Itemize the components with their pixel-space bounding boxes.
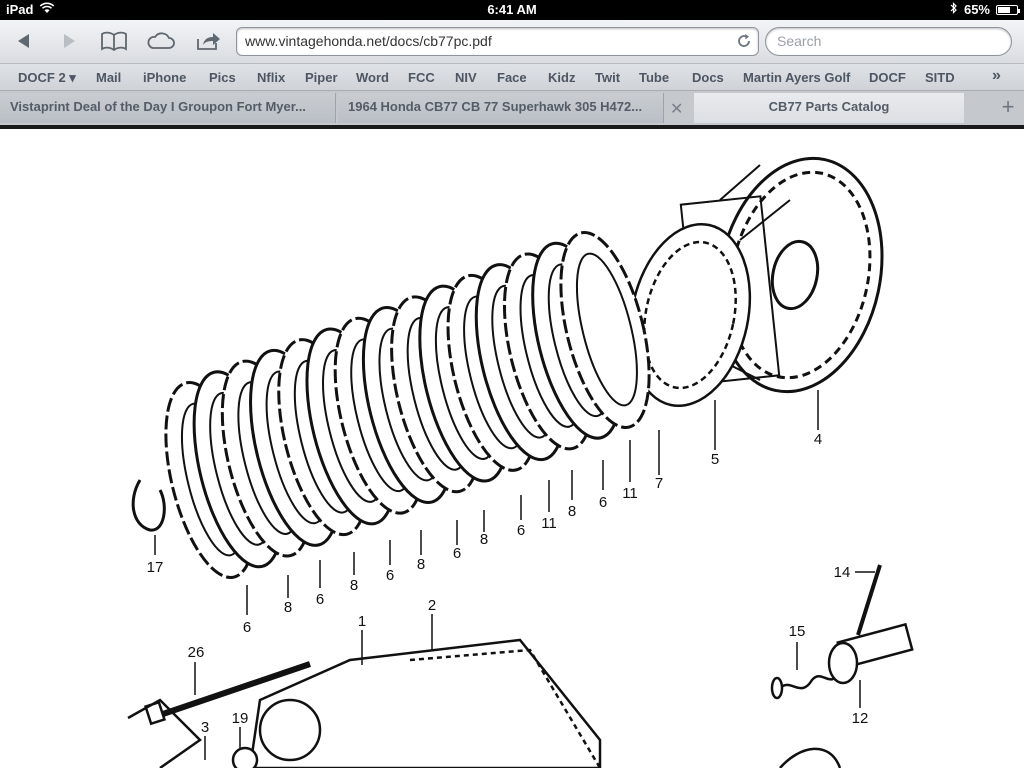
part-label: 8: [480, 531, 488, 548]
part-label: 14: [834, 564, 851, 581]
bookmark-docf[interactable]: DOCF: [869, 70, 906, 85]
bookmark-martin-ayers-golf[interactable]: Martin Ayers Golf: [743, 70, 851, 85]
part-label: 8: [568, 503, 576, 520]
tab-cb77-parts-catalog[interactable]: CB77 Parts Catalog: [694, 93, 964, 123]
part-label: 6: [316, 591, 324, 608]
bookmark-word[interactable]: Word: [356, 70, 389, 85]
search-input[interactable]: Search: [765, 27, 1012, 56]
part-label: 4: [814, 431, 822, 448]
address-bar[interactable]: www.vintagehonda.net/docs/cb77pc.pdf: [236, 27, 759, 56]
clutch-plates: [164, 231, 651, 579]
clutch-exploded-diagram: 17 6 8 6 8 6 8 6 8 6 11 8 6 11 7 5 4 14 …: [127, 156, 914, 768]
bookmark-iphone[interactable]: iPhone: [143, 70, 187, 85]
cloud-icon: [147, 32, 175, 49]
share-button[interactable]: [192, 26, 224, 56]
share-icon: [197, 33, 220, 50]
part-label: 8: [350, 577, 358, 594]
bookmark-twit[interactable]: Twit: [595, 70, 621, 85]
bookmark-mail[interactable]: Mail: [96, 70, 122, 85]
part-label: 3: [201, 719, 209, 736]
part-label: 26: [188, 644, 205, 661]
part-label: 6: [243, 619, 251, 636]
wifi-icon: [39, 2, 55, 17]
bookmark-docf2[interactable]: DOCF 2 ▾: [18, 70, 76, 85]
bookmark-tube[interactable]: Tube: [639, 70, 670, 85]
pdf-content[interactable]: 17 6 8 6 8 6 8 6 8 6 11 8 6 11 7 5 4 14 …: [0, 129, 1024, 768]
part-label: 6: [599, 494, 607, 511]
part-label: 8: [417, 556, 425, 573]
clock: 6:41 AM: [487, 2, 537, 17]
part-label: 6: [453, 545, 461, 562]
lower-parts-drawing: [127, 564, 914, 768]
part-label: 1: [358, 613, 366, 630]
bookmark-nflix[interactable]: Nflix: [257, 70, 286, 85]
bookmark-sitd[interactable]: SITD: [925, 70, 955, 85]
part-label: 17: [147, 559, 164, 576]
more-bookmarks-icon[interactable]: »: [992, 67, 1001, 84]
reload-icon[interactable]: [736, 33, 752, 52]
bookmarks-bar: DOCF 2 ▾ Mail iPhone Pics Nflix Piper Wo…: [0, 64, 1024, 91]
bookmark-face[interactable]: Face: [497, 70, 527, 85]
part-label: 5: [711, 451, 719, 468]
part-label: 6: [517, 522, 525, 539]
battery-icon: [996, 4, 1020, 15]
device-name: iPad: [6, 2, 34, 17]
bookmark-niv[interactable]: NIV: [455, 70, 477, 85]
part-label: 11: [622, 485, 638, 502]
part-label: 12: [852, 710, 869, 727]
bluetooth-icon: [950, 2, 958, 17]
part-labels: 17 6 8 6 8 6 8 6 8 6 11 8 6 11 7 5 4 14 …: [147, 431, 869, 736]
new-tab-button[interactable]: +: [994, 93, 1022, 123]
part-label: 8: [284, 599, 292, 616]
clutch-center-drawing: [628, 222, 752, 408]
book-icon: [101, 31, 127, 51]
bookmark-kidz[interactable]: Kidz: [548, 70, 576, 85]
leader-lines: [154, 390, 875, 760]
part-label: 15: [789, 623, 806, 640]
bookmark-pics[interactable]: Pics: [209, 70, 236, 85]
tab-vistaprint[interactable]: Vistaprint Deal of the Day I Groupon For…: [0, 93, 336, 123]
clutch-outer-drawing: [679, 156, 884, 394]
browser-toolbar: www.vintagehonda.net/docs/cb77pc.pdf Sea…: [0, 20, 1024, 64]
part-label: 19: [232, 710, 249, 727]
battery-percent: 65%: [963, 2, 990, 17]
bookmark-fcc[interactable]: FCC: [408, 70, 435, 85]
status-bar: iPad 6:41 AM 65%: [0, 0, 1024, 20]
url-text: www.vintagehonda.net/docs/cb77pc.pdf: [245, 33, 492, 49]
bookmark-piper[interactable]: Piper: [305, 70, 338, 85]
part-label: 2: [428, 597, 436, 614]
search-placeholder: Search: [777, 33, 822, 49]
part-label: 6: [386, 567, 394, 584]
part-label: 11: [541, 515, 557, 532]
back-button[interactable]: [8, 26, 40, 56]
plus-icon: +: [1001, 94, 1015, 119]
clutch-plate-inner: [575, 252, 638, 407]
toolbar-shadow: [0, 125, 1024, 129]
forward-button[interactable]: [53, 26, 85, 56]
circlip-drawing: [131, 479, 166, 532]
close-tab-icon[interactable]: ✕: [670, 101, 684, 118]
bookmarks-button[interactable]: [98, 26, 130, 56]
bookmark-docs[interactable]: Docs: [692, 70, 724, 85]
icloud-tabs-button[interactable]: [145, 26, 177, 56]
tab-honda-cb77[interactable]: 1964 Honda CB77 CB 77 Superhawk 305 H472…: [338, 93, 664, 123]
tab-bar: Vistaprint Deal of the Day I Groupon For…: [0, 91, 1024, 125]
back-arrow-icon: [18, 34, 29, 48]
part-label: 7: [655, 475, 663, 492]
forward-arrow-icon: [64, 34, 75, 48]
